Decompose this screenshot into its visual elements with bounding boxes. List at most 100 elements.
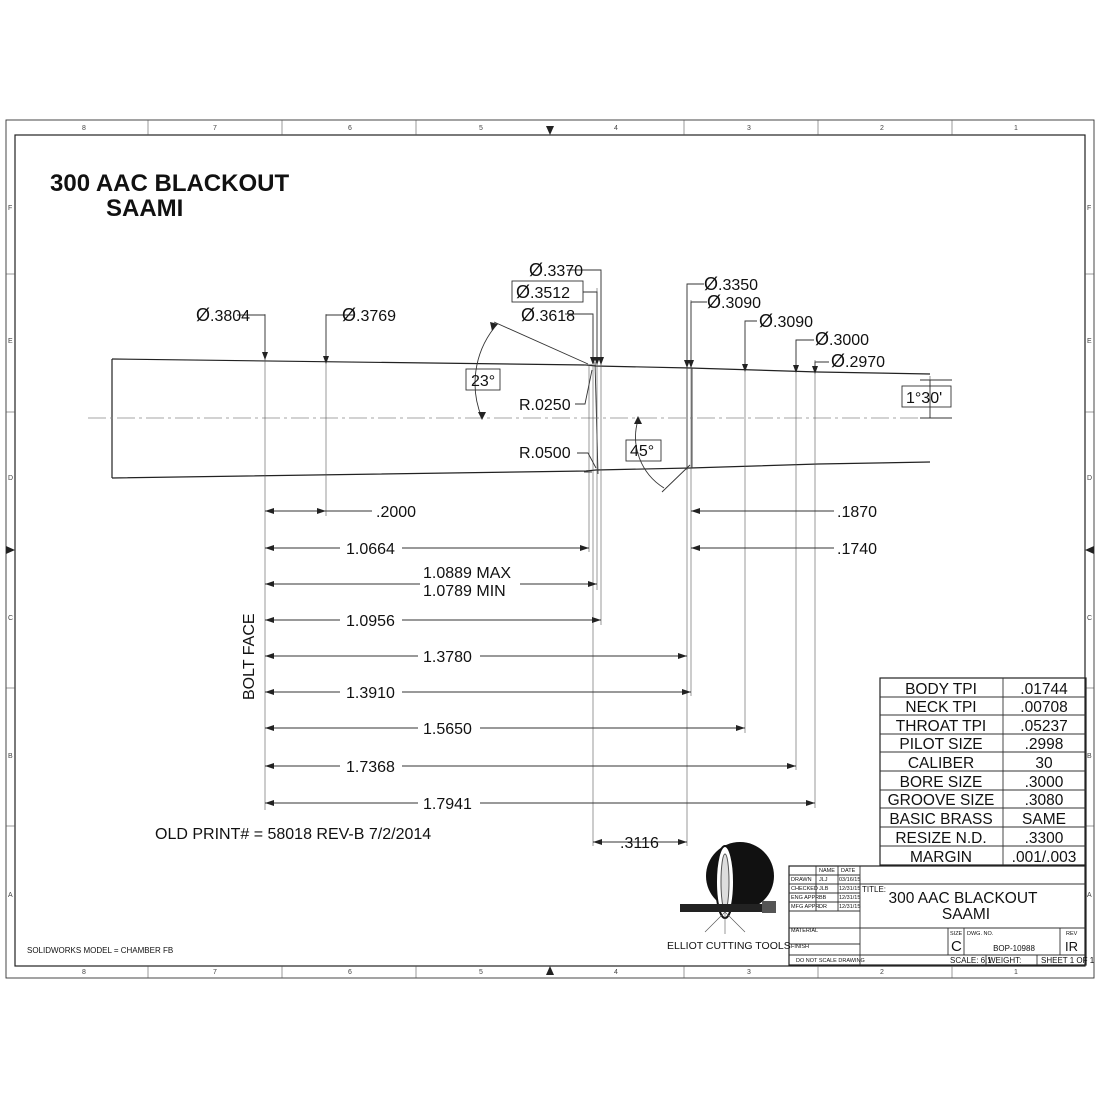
- zone-row-label: D: [1087, 475, 1092, 482]
- tb-date: 12/31/15: [839, 904, 860, 910]
- zone-row-label: E: [1087, 338, 1092, 345]
- tb-finish: FINISH: [791, 944, 809, 950]
- tb-head-name: NAME: [819, 868, 835, 874]
- length-label-10789-min: 1.0789 MIN: [423, 583, 506, 600]
- tb-title-label: TITLE:: [862, 885, 886, 894]
- spec-value: .3080: [1025, 792, 1064, 809]
- tb-dwg-no: BOP-10988: [993, 944, 1035, 953]
- zone-col-label: 8: [82, 969, 86, 976]
- spec-label: BORE SIZE: [900, 774, 983, 791]
- zone-col-label: 3: [747, 125, 751, 132]
- spec-value: .3300: [1025, 830, 1064, 847]
- spec-value: .00708: [1020, 699, 1067, 716]
- spec-value: .3000: [1025, 774, 1064, 791]
- spec-label: NECK TPI: [905, 699, 976, 716]
- extension-lines: [264, 272, 931, 846]
- diameter-arrowheads: [262, 352, 818, 374]
- zone-col-label: 1: [1014, 969, 1018, 976]
- spec-label: BASIC BRASS: [889, 811, 992, 828]
- zone-col-label: 8: [82, 125, 86, 132]
- length-label-2000: .2000: [376, 504, 416, 521]
- title-block: NAME DATE DRAWN JLJ 03/16/15 CHECKED JLB…: [788, 865, 1095, 966]
- taper-angle-dimension: 1°30': [901, 379, 952, 419]
- zone-col-label: 2: [880, 969, 884, 976]
- length-label-10956: 1.0956: [346, 613, 395, 630]
- throat-angle-label: 45°: [630, 443, 654, 460]
- length-label-15650: 1.5650: [423, 721, 472, 738]
- zone-row-label: D: [8, 475, 13, 482]
- spec-label: CALIBER: [908, 755, 974, 772]
- tb-name: DR: [819, 904, 827, 910]
- length-label-17941: 1.7941: [423, 796, 472, 813]
- tb-name: JLB: [819, 886, 829, 892]
- spec-value: .2998: [1025, 736, 1064, 753]
- tb-rev-label: REV: [1066, 931, 1078, 937]
- zone-col-label: 4: [614, 969, 618, 976]
- zone-row-label: E: [8, 338, 13, 345]
- tb-sheet: SHEET 1 OF 1: [1041, 956, 1095, 965]
- spec-label: GROOVE SIZE: [888, 792, 995, 809]
- diameter-label-3370: Ø.3370: [529, 260, 583, 280]
- basic-dimension-box: [511, 280, 584, 303]
- tb-scale: SCALE: 6:1: [950, 956, 992, 965]
- diameter-label-3090-throat: Ø.3090: [759, 311, 813, 331]
- shoulder-angle-label: 23°: [471, 373, 495, 390]
- zone-col-label: 2: [880, 125, 884, 132]
- length-dimension-lines: [265, 510, 834, 843]
- spec-label: PILOT SIZE: [899, 736, 982, 753]
- zone-row-label: A: [1087, 892, 1092, 899]
- zone-labels-right: F E D C B A: [1087, 205, 1092, 899]
- length-label-3116: .3116: [620, 835, 659, 852]
- length-label-17368: 1.7368: [346, 759, 395, 776]
- radius-label-0500: R.0500: [519, 445, 571, 462]
- tb-material: MATERIAL: [791, 928, 818, 934]
- zone-row-label: B: [8, 753, 13, 760]
- diameter-label-3512: Ø.3512: [516, 282, 570, 302]
- diameter-label-3618: Ø.3618: [521, 305, 575, 325]
- tb-dwg-label: DWG. NO.: [967, 931, 994, 937]
- solidworks-model-note: SOLIDWORKS MODEL = CHAMBER FB: [27, 946, 173, 955]
- chamber-profile: [88, 358, 940, 479]
- spec-label: THROAT TPI: [896, 718, 986, 735]
- diameter-label-3090-neck: Ø.3090: [707, 292, 761, 312]
- diameter-label-3804: Ø.3804: [196, 305, 250, 325]
- tb-no-scale: DO NOT SCALE DRAWING: [796, 958, 865, 964]
- zone-col-label: 4: [614, 125, 618, 132]
- zone-col-label: 5: [479, 125, 483, 132]
- zone-row-label: F: [8, 205, 12, 212]
- tb-role: CHECKED: [791, 886, 818, 892]
- spec-label: MARGIN: [910, 849, 972, 866]
- company-logo: ELLIOT CUTTING TOOLS: [667, 842, 791, 952]
- zone-col-label: 5: [479, 969, 483, 976]
- spec-value: 30: [1035, 755, 1053, 772]
- tb-title-line1: 300 AAC BLACKOUT: [888, 890, 1038, 907]
- center-mark-bottom: [546, 966, 554, 975]
- zone-row-label: F: [1087, 205, 1091, 212]
- spec-label: RESIZE N.D.: [895, 830, 986, 847]
- tb-size-label: SIZE: [950, 931, 963, 937]
- diameter-label-3350: Ø.3350: [704, 274, 758, 294]
- zone-row-label: A: [8, 892, 13, 899]
- tb-title-line2: SAAMI: [942, 906, 990, 923]
- zone-row-label: B: [1087, 753, 1092, 760]
- length-label-10664: 1.0664: [346, 541, 395, 558]
- tb-name: BB: [819, 895, 827, 901]
- spec-value: SAME: [1022, 811, 1066, 828]
- spec-value: .01744: [1020, 681, 1068, 698]
- length-label-13910: 1.3910: [346, 685, 395, 702]
- logo-text: ELLIOT CUTTING TOOLS: [667, 940, 791, 952]
- center-mark-top: [546, 126, 554, 135]
- drawing-title-line2: SAAMI: [106, 195, 183, 222]
- tb-weight: WEIGHT:: [988, 956, 1021, 965]
- center-mark-left: [6, 546, 15, 554]
- spec-value: .05237: [1020, 718, 1067, 735]
- spec-value: .001/.003: [1012, 849, 1077, 866]
- shoulder-angle-dimension: 23°: [465, 321, 589, 420]
- zone-col-label: 7: [213, 969, 217, 976]
- diameter-label-3000: Ø.3000: [815, 329, 869, 349]
- zone-col-label: 1: [1014, 125, 1018, 132]
- throat-angle-dimension: 45°: [625, 416, 691, 493]
- tb-size: C: [951, 938, 962, 955]
- tb-date: 03/16/15: [839, 877, 860, 883]
